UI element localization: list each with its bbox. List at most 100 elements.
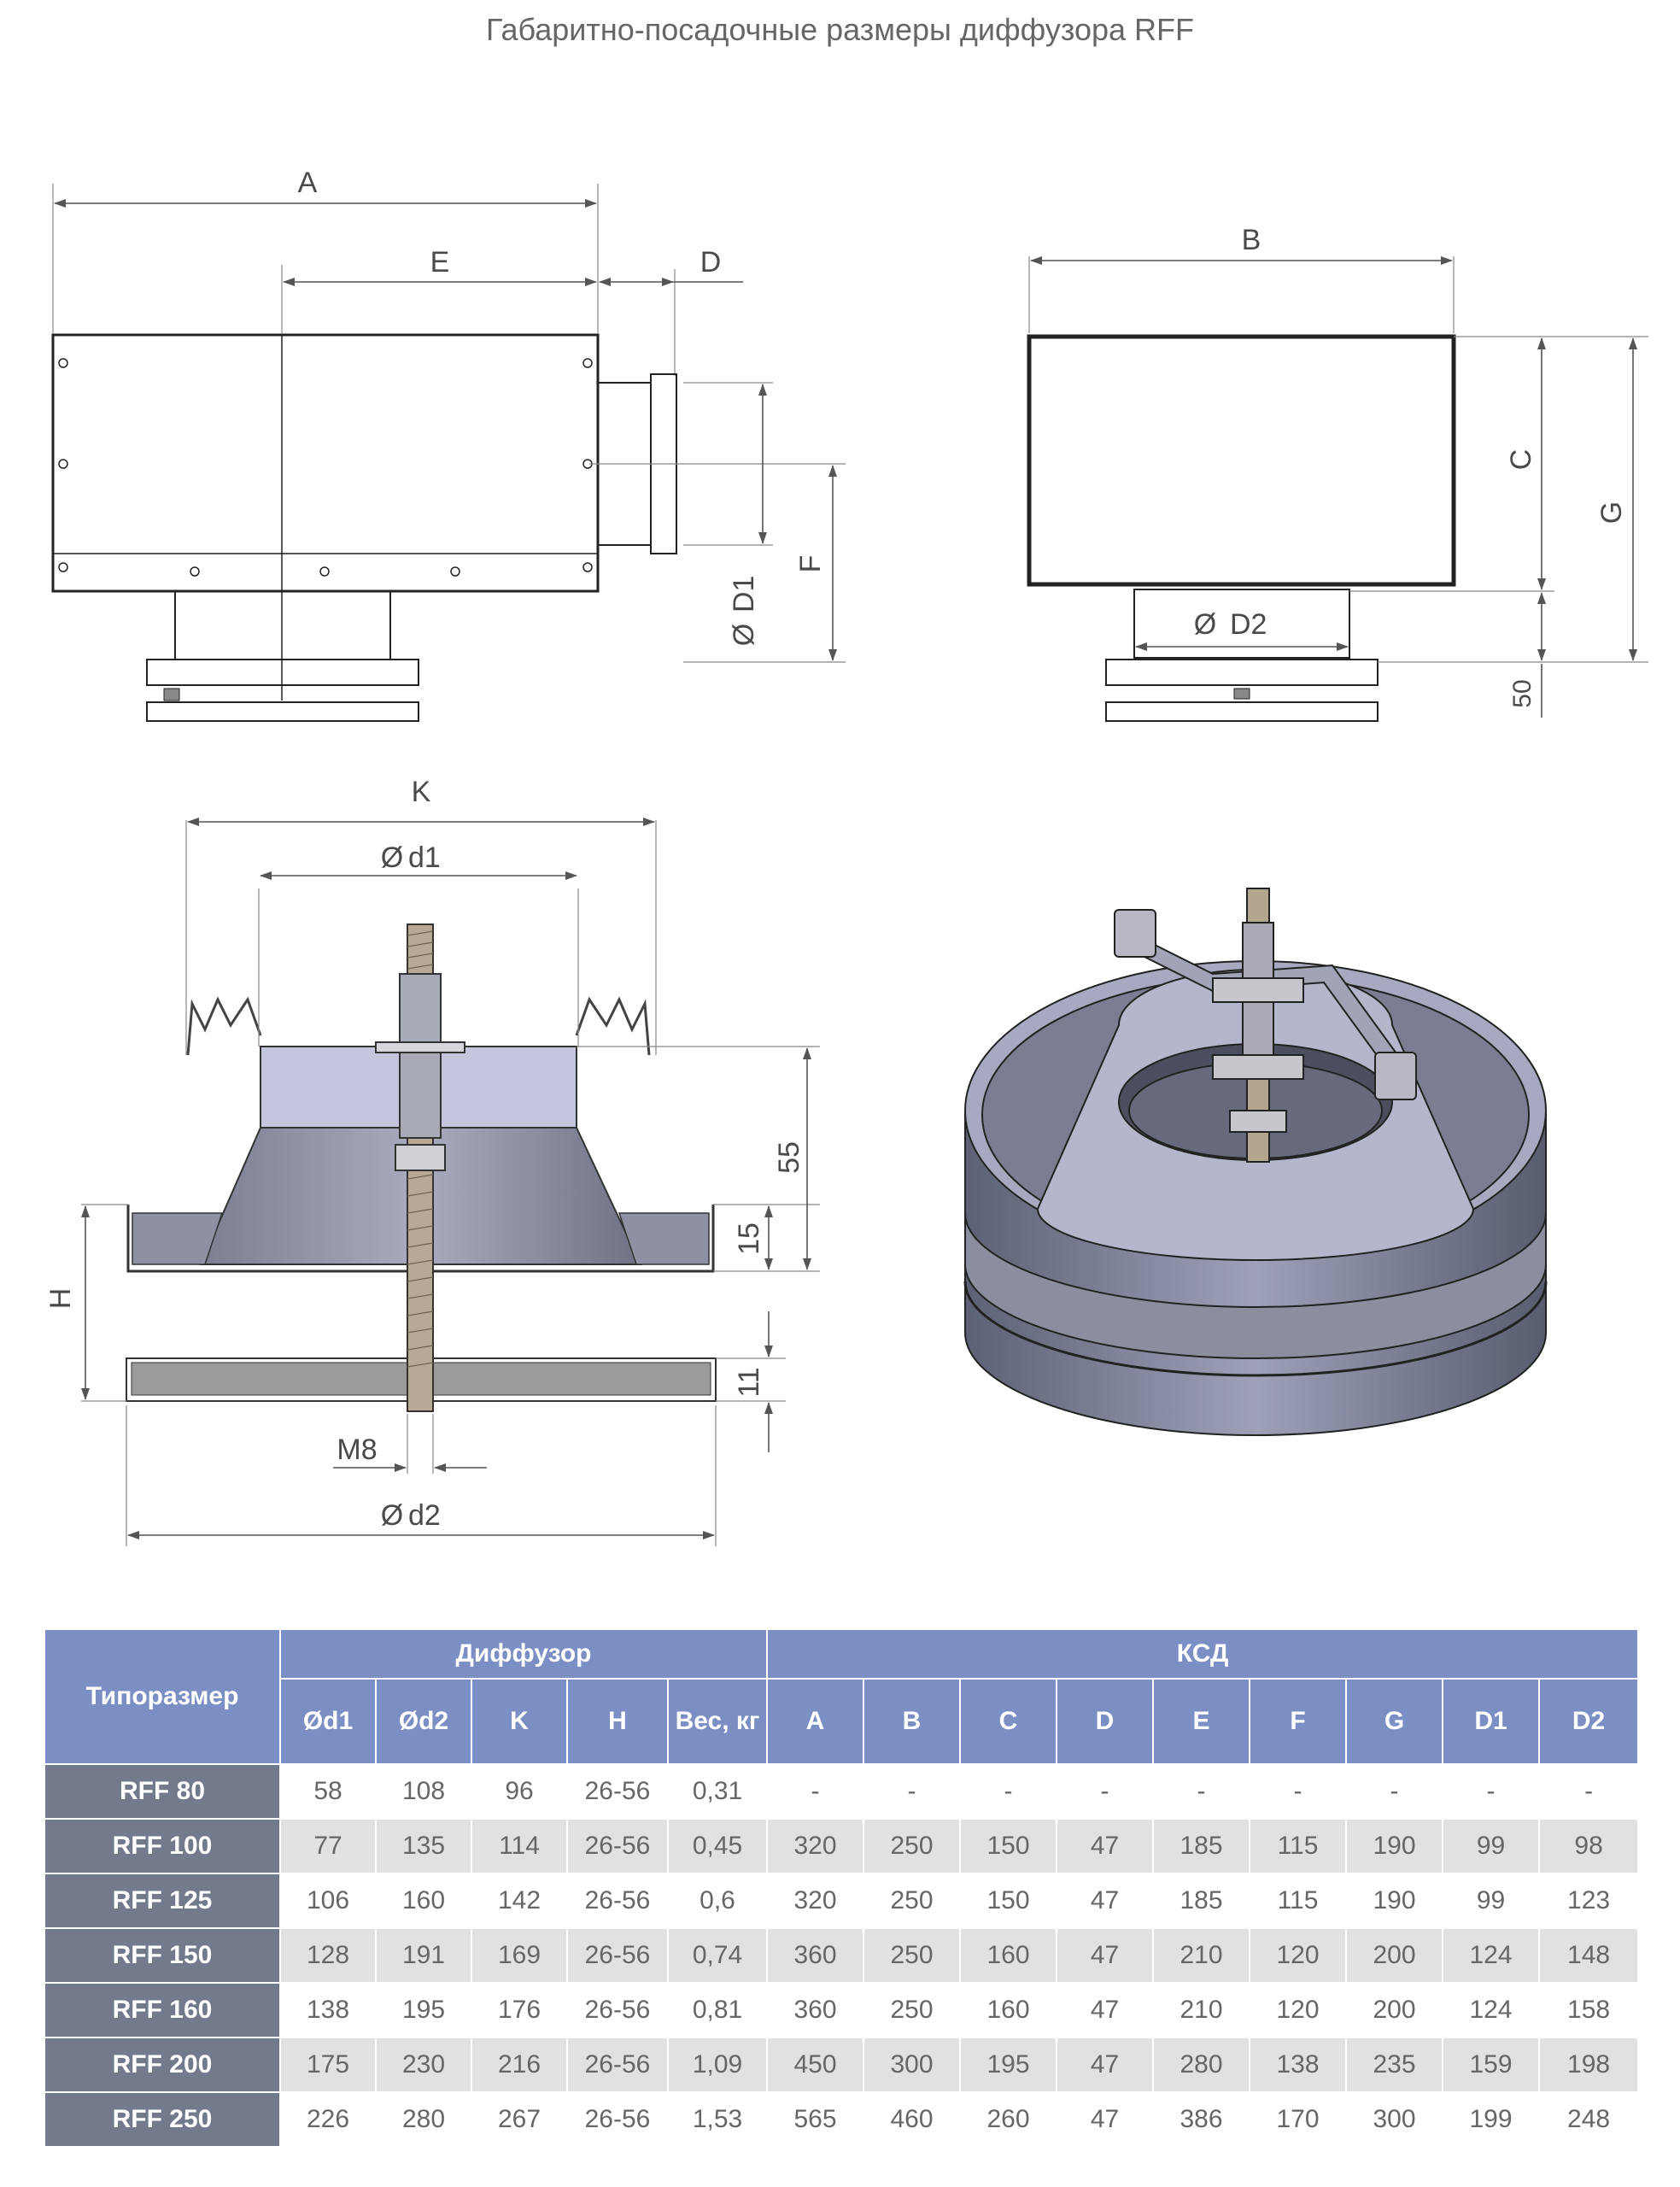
row-typesize: RFF 200 bbox=[44, 2037, 281, 2093]
table-cell: 160 bbox=[959, 1982, 1058, 2038]
table-cell: 150 bbox=[959, 1873, 1058, 1929]
table-cell: 115 bbox=[1249, 1873, 1348, 1929]
table-cell: 170 bbox=[1249, 2091, 1348, 2148]
column-header: K bbox=[471, 1678, 568, 1765]
table-cell: 195 bbox=[375, 1982, 472, 2038]
dim-label-d2: D2 bbox=[1230, 608, 1267, 641]
dim-label-b: B bbox=[1242, 224, 1261, 256]
side-view-dimensions bbox=[1030, 256, 1637, 718]
dim-label-d: D bbox=[700, 246, 722, 279]
table-cell: 199 bbox=[1442, 2091, 1541, 2148]
table-cell: 114 bbox=[471, 1818, 568, 1874]
column-header: D1 bbox=[1442, 1678, 1541, 1765]
table-cell: 26-56 bbox=[566, 2037, 669, 2093]
table-cell: 169 bbox=[471, 1927, 568, 1984]
table-cell: 300 bbox=[1345, 2091, 1444, 2148]
column-header: E bbox=[1152, 1678, 1251, 1765]
table-cell: 280 bbox=[375, 2091, 472, 2148]
dim-label-d1-small-dia: Ø bbox=[381, 841, 403, 874]
dim-label-e: E bbox=[430, 246, 450, 279]
dim-label-d1: D1 bbox=[728, 576, 760, 613]
table-cell: 200 bbox=[1345, 1927, 1444, 1984]
table-cell: 460 bbox=[863, 2091, 962, 2148]
table-cell: 120 bbox=[1249, 1927, 1348, 1984]
table-cell: - bbox=[1345, 1763, 1444, 1820]
table-cell: 128 bbox=[279, 1927, 377, 1984]
column-header: Ød1 bbox=[279, 1678, 377, 1765]
table-cell: 280 bbox=[1152, 2037, 1251, 2093]
dim-label-d1-dia: Ø bbox=[728, 624, 760, 646]
column-header: B bbox=[863, 1678, 962, 1765]
dim-label-55: 55 bbox=[773, 1141, 805, 1174]
dim-label-d2-dia: Ø bbox=[1194, 608, 1216, 641]
column-header: D2 bbox=[1538, 1678, 1640, 1765]
table-cell: 135 bbox=[375, 1818, 472, 1874]
table-cell: 250 bbox=[863, 1982, 962, 2038]
table-cell: 98 bbox=[1538, 1818, 1640, 1874]
table-cell: 210 bbox=[1152, 1927, 1251, 1984]
table-cell: 1,09 bbox=[666, 2037, 769, 2093]
page-title: Габаритно-посадочные размеры диффузора R… bbox=[485, 12, 1195, 47]
table-cell: 160 bbox=[375, 1873, 472, 1929]
table-cell: 0,45 bbox=[666, 1818, 769, 1874]
dim-label-d1-small: d1 bbox=[408, 841, 441, 874]
table-cell: 216 bbox=[471, 2037, 568, 2093]
table-cell: 250 bbox=[863, 1818, 962, 1874]
table-cell: 386 bbox=[1152, 2091, 1251, 2148]
table-cell: - bbox=[1249, 1763, 1348, 1820]
column-header: Ød2 bbox=[375, 1678, 472, 1765]
dim-label-a: A bbox=[298, 167, 318, 199]
table-cell: 47 bbox=[1056, 2091, 1155, 2148]
table-cell: 26-56 bbox=[566, 1763, 669, 1820]
table-cell: 450 bbox=[766, 2037, 865, 2093]
table-cell: 26-56 bbox=[566, 1927, 669, 1984]
table-cell: 198 bbox=[1538, 2037, 1640, 2093]
column-header: A bbox=[766, 1678, 865, 1765]
column-header: D bbox=[1056, 1678, 1155, 1765]
column-header: Вес, кг bbox=[666, 1678, 769, 1765]
table-cell: 150 bbox=[959, 1818, 1058, 1874]
table-cell: - bbox=[1056, 1763, 1155, 1820]
table-cell: 190 bbox=[1345, 1873, 1444, 1929]
table-cell: 138 bbox=[279, 1982, 377, 2038]
table-cell: - bbox=[1442, 1763, 1541, 1820]
table-cell: 320 bbox=[766, 1873, 865, 1929]
row-typesize: RFF 100 bbox=[44, 1818, 281, 1874]
table-cell: 226 bbox=[279, 2091, 377, 2148]
row-typesize: RFF 250 bbox=[44, 2091, 281, 2148]
dim-label-f: F bbox=[794, 555, 827, 573]
table-cell: 158 bbox=[1538, 1982, 1640, 2038]
table-cell: 230 bbox=[375, 2037, 472, 2093]
table-cell: - bbox=[959, 1763, 1058, 1820]
table-cell: 99 bbox=[1442, 1818, 1541, 1874]
table-cell: 160 bbox=[959, 1927, 1058, 1984]
table-cell: 138 bbox=[1249, 2037, 1348, 2093]
table-cell: 300 bbox=[863, 2037, 962, 2093]
dim-label-h: H bbox=[44, 1288, 77, 1310]
table-cell: 185 bbox=[1152, 1873, 1251, 1929]
table-cell: - bbox=[1152, 1763, 1251, 1820]
header-typesize: Типоразмер bbox=[44, 1628, 281, 1765]
table-cell: 248 bbox=[1538, 2091, 1640, 2148]
row-typesize: RFF 80 bbox=[44, 1763, 281, 1820]
column-header: G bbox=[1345, 1678, 1444, 1765]
table-cell: 99 bbox=[1442, 1873, 1541, 1929]
table-cell: 0,6 bbox=[666, 1873, 769, 1929]
table-cell: 47 bbox=[1056, 2037, 1155, 2093]
table-cell: 267 bbox=[471, 2091, 568, 2148]
table-cell: 26-56 bbox=[566, 2091, 669, 2148]
table-cell: 159 bbox=[1442, 2037, 1541, 2093]
row-typesize: RFF 150 bbox=[44, 1927, 281, 1984]
table-cell: 77 bbox=[279, 1818, 377, 1874]
table-cell: 250 bbox=[863, 1873, 962, 1929]
table-cell: 1,53 bbox=[666, 2091, 769, 2148]
table-cell: 360 bbox=[766, 1982, 865, 2038]
dim-label-15: 15 bbox=[733, 1222, 765, 1255]
row-typesize: RFF 160 bbox=[44, 1982, 281, 2038]
